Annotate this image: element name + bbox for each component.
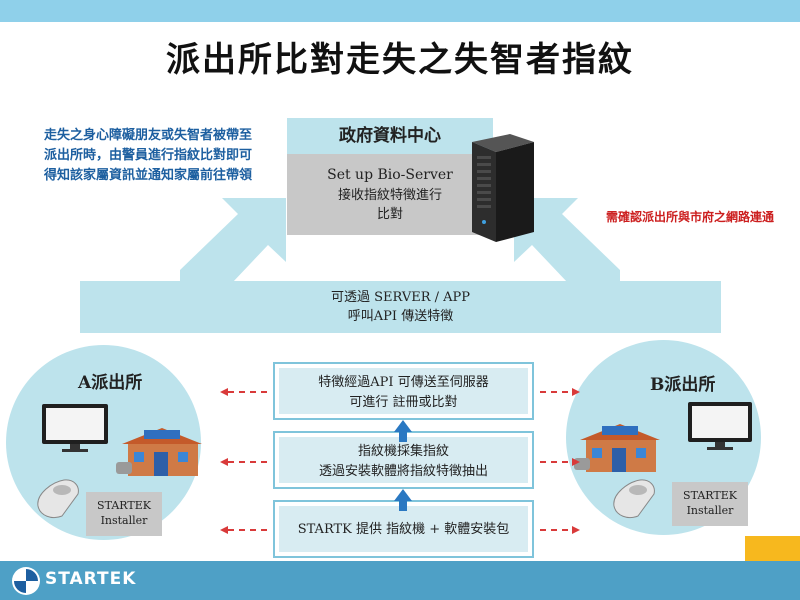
data-center-heading: 政府資料中心 <box>287 118 493 154</box>
dash-arrow-right <box>572 526 580 534</box>
fingerprint-scanner-icon <box>37 479 79 519</box>
station-b-installer: STARTEK Installer <box>672 482 748 526</box>
dash-arrow-left <box>220 458 228 466</box>
startek-logo-icon <box>12 567 40 595</box>
up-arrow-bottom <box>394 489 412 511</box>
left-up-arrow <box>180 198 286 283</box>
dash-arrow-left <box>220 388 228 396</box>
up-arrow-top <box>394 420 412 442</box>
bottom-bar <box>0 561 800 600</box>
data-center-line2: 接收指紋特徵進行 比對 <box>337 188 442 222</box>
data-center-panel <box>287 154 493 235</box>
step-box-provide: STARTK 提供 指紋機 + 軟體安裝包 <box>273 500 534 558</box>
monitor-icon <box>42 404 108 452</box>
api-band-text: 可透過 SERVER / APP 呼叫API 傳送特徵 <box>330 290 471 324</box>
station-b-title: B派出所 <box>650 375 716 395</box>
step-box-api: 特徵經過API 可傳送至伺服器 可進行 註冊或比對 <box>273 362 534 420</box>
server-icon <box>472 134 534 242</box>
api-band <box>80 281 721 333</box>
police-station-icon <box>116 428 202 476</box>
brand-name: STARTEK <box>45 569 137 589</box>
slide-title: 派出所比對走失之失智者指紋 <box>166 40 634 80</box>
right-up-arrow <box>514 198 620 283</box>
station-a-installer: STARTEK Installer <box>86 492 162 536</box>
dash-arrow-left <box>220 526 228 534</box>
dash-arrow-right <box>572 458 580 466</box>
step-box-capture: 指紋機採集指紋 透過安裝軟體將指紋特徵抽出 <box>273 431 534 489</box>
right-note: 需確認派出所與市府之網路連通 <box>606 210 775 224</box>
station-a-title: A派出所 <box>78 373 143 393</box>
police-station-icon <box>574 424 660 472</box>
monitor-icon <box>688 402 752 450</box>
data-center-line1: Set up Bio-Server <box>327 167 453 183</box>
top-bar <box>0 0 800 22</box>
left-note: 走失之身心障礙朋友或失智者被帶至派出所時，由警員進行指紋比對即可得知該家屬資訊並… <box>44 128 253 183</box>
fingerprint-scanner-icon <box>613 479 655 519</box>
dash-arrow-right <box>572 388 580 396</box>
